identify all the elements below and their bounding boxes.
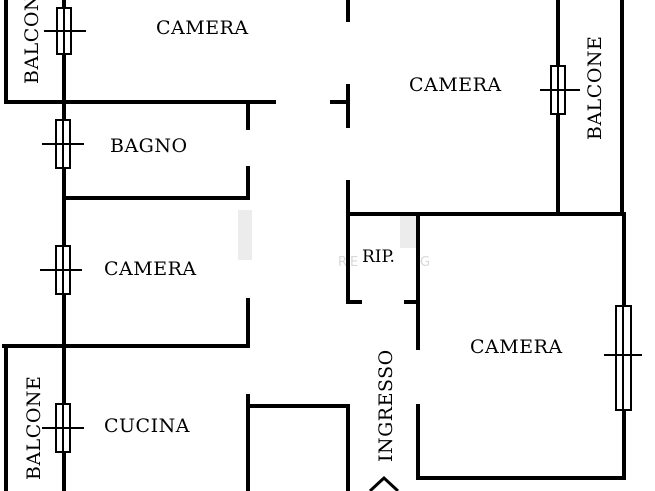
label-ingresso: INGRESSO xyxy=(375,349,397,462)
watermark: RE G xyxy=(238,210,433,270)
label-camera-mid-left: CAMERA xyxy=(104,258,197,280)
label-balcone-top-right: BALCONE xyxy=(584,36,606,140)
window-top-right xyxy=(540,65,580,115)
label-balcone-bottom-left: BALCONE xyxy=(23,376,45,480)
label-ripostiglio: RIP. xyxy=(362,247,395,267)
window-camera-right xyxy=(604,305,642,411)
window-top-left xyxy=(44,7,86,55)
window-bagno xyxy=(42,119,84,169)
window-cucina xyxy=(42,403,84,453)
label-balcone-top-left: BALCONE xyxy=(21,0,43,84)
label-camera-top-left: CAMERA xyxy=(156,17,249,39)
label-bagno: BAGNO xyxy=(110,135,188,157)
walls xyxy=(2,0,626,491)
svg-text:G: G xyxy=(420,255,433,270)
label-cucina: CUCINA xyxy=(104,415,190,437)
window-camera-mid xyxy=(40,245,82,295)
label-camera-top-center: CAMERA xyxy=(409,74,502,96)
windows xyxy=(40,7,642,453)
label-camera-right: CAMERA xyxy=(470,336,563,358)
